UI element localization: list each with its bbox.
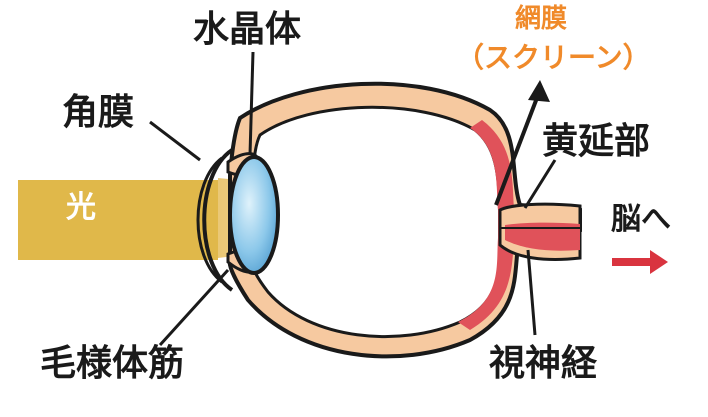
optic-nerve-core: [505, 222, 580, 251]
to-brain-label: 脳へ: [611, 202, 671, 237]
to-brain-arrow: [612, 250, 668, 274]
vitreous: [250, 105, 502, 338]
retina-note-label: （スクリーン）: [456, 41, 651, 74]
macula-label: 黄延部: [542, 121, 651, 162]
lens-label: 水晶体: [193, 9, 302, 50]
optic-nerve-label: 視神経: [489, 343, 598, 384]
light-beam: [18, 180, 218, 260]
cornea-label: 角膜: [62, 92, 135, 133]
retina-layer: [458, 120, 514, 330]
retina-arrow: [494, 89, 542, 206]
ciliary-body-label: 毛様体筋: [40, 343, 185, 384]
retina-label: 網膜: [515, 4, 568, 34]
retina-arrowhead: [528, 80, 550, 102]
light-label: 光: [66, 190, 96, 225]
lens: [228, 155, 280, 275]
